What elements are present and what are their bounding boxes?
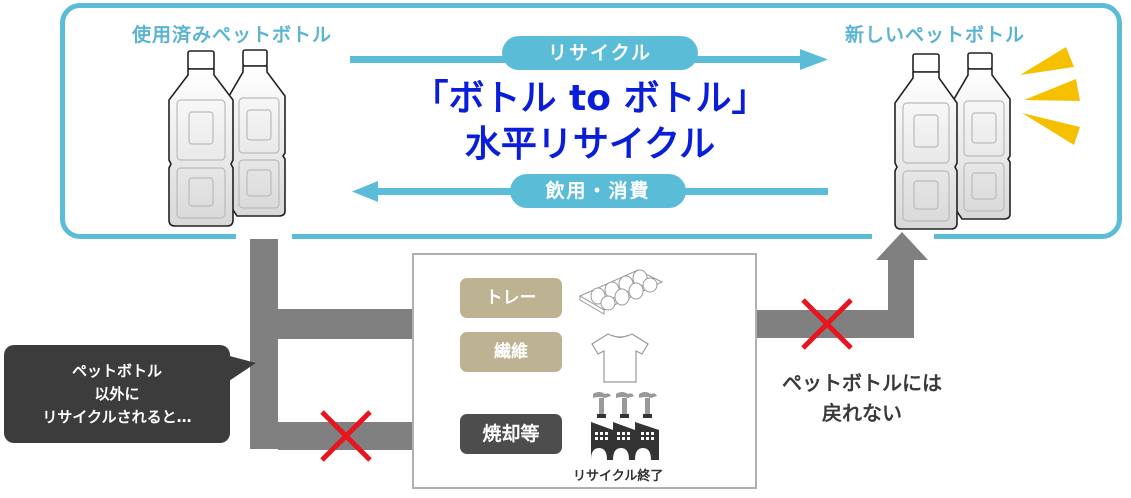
outcome-incineration-tag: 焼却等	[460, 414, 562, 454]
bubble-line-3: リサイクルされると…	[42, 407, 192, 426]
cannot-return-note: ペットボトルには 戻れない	[762, 368, 962, 428]
trunk-arrow	[250, 239, 278, 449]
outcome-tray-tag: トレー	[460, 278, 562, 318]
egg-tray-icon	[578, 269, 664, 315]
sparkle-icon	[1020, 47, 1080, 145]
bubble-tail	[226, 355, 256, 383]
blocked-cross-incineration	[320, 410, 372, 462]
arrow-to-new-bottles	[876, 232, 928, 260]
tshirt-icon	[591, 333, 649, 383]
new-bottles-label: 新しいペットボトル	[845, 24, 1026, 46]
headline-line-2: 水平リサイクル	[464, 124, 716, 165]
headline-line-1: 「ボトル to ボトル」	[412, 78, 768, 119]
used-bottles-icon	[168, 49, 286, 227]
outcome-fiber-tag: 繊維	[460, 332, 562, 372]
consume-pill: 飲用・消費	[510, 174, 686, 208]
blocked-cross-return	[801, 298, 853, 350]
factory-caption: リサイクル終了	[573, 469, 664, 484]
used-bottles-label: 使用済みペットボトル	[132, 24, 333, 46]
note-line-1: ペットボトルには	[782, 371, 942, 395]
bubble-line-2: 以外に	[94, 384, 140, 403]
recycle-pill: リサイクル	[502, 36, 698, 70]
bubble-line-1: ペットボトル	[71, 361, 162, 380]
note-line-2: 戻れない	[822, 401, 902, 425]
frame-gap-left	[236, 232, 292, 242]
new-bottles-icon	[894, 52, 1011, 230]
factory-icon	[591, 392, 659, 460]
downcycle-speech-bubble: ペットボトル 以外に リサイクルされると…	[4, 345, 230, 443]
